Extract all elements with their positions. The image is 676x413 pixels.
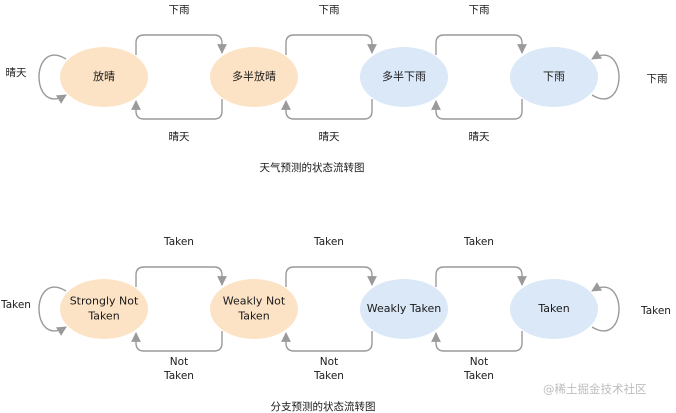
self-loop-edge-left bbox=[38, 286, 67, 336]
forward-transition-edge bbox=[135, 266, 227, 287]
forward-transition-edge bbox=[285, 266, 377, 287]
forward-transition-label: Taken bbox=[163, 236, 194, 248]
self-loop-label-left: 晴天 bbox=[6, 66, 27, 79]
backward-transition-label: 晴天 bbox=[169, 130, 190, 143]
state-node bbox=[510, 279, 598, 339]
diagram-caption: 分支预测的状态流转图 bbox=[271, 400, 376, 413]
state-label: 下雨 bbox=[543, 70, 565, 83]
backward-transition-edge bbox=[431, 331, 523, 352]
backward-transition-edge bbox=[281, 99, 373, 120]
backward-transition-label: 晴天 bbox=[319, 130, 340, 143]
forward-transition-label: 下雨 bbox=[319, 4, 340, 16]
state-label: 放晴 bbox=[93, 69, 115, 83]
backward-transition-edge bbox=[431, 99, 523, 120]
state-node bbox=[210, 279, 298, 339]
forward-transition-label: Taken bbox=[463, 236, 494, 248]
diagram-caption: 天气预测的状态流转图 bbox=[260, 161, 365, 174]
self-loop-label-left: Taken bbox=[0, 299, 31, 311]
forward-transition-edge bbox=[135, 34, 227, 55]
watermark: @稀土掘金技术社区 bbox=[543, 382, 647, 396]
forward-transition-edge bbox=[285, 34, 377, 55]
state-node bbox=[510, 47, 598, 107]
self-loop-edge-right bbox=[591, 50, 620, 100]
backward-transition-label: 晴天 bbox=[469, 130, 490, 143]
self-loop-label-right: 下雨 bbox=[647, 73, 668, 85]
backward-transition-edge bbox=[131, 99, 223, 120]
forward-transition-label: 下雨 bbox=[169, 4, 190, 16]
forward-transition-edge bbox=[435, 34, 527, 55]
state-label: Weakly Taken bbox=[367, 302, 442, 315]
forward-transition-label: 下雨 bbox=[469, 4, 490, 16]
backward-transition-edge bbox=[131, 331, 223, 352]
self-loop-label-right: Taken bbox=[640, 305, 671, 317]
state-node bbox=[210, 47, 298, 107]
state-label: Taken bbox=[537, 302, 569, 315]
self-loop-edge-left bbox=[38, 54, 67, 104]
backward-transition-edge bbox=[281, 331, 373, 352]
state-node bbox=[360, 279, 448, 339]
state-node bbox=[60, 279, 148, 339]
state-label: 多半放晴 bbox=[232, 69, 276, 83]
state-label: 多半下雨 bbox=[382, 69, 426, 83]
forward-transition-edge bbox=[435, 266, 527, 287]
state-node bbox=[60, 47, 148, 107]
weather-state-diagram: 下雨晴天下雨晴天下雨晴天晴天下雨放晴多半放晴多半下雨下雨天气预测的状态流转图 bbox=[6, 4, 668, 174]
self-loop-edge-right bbox=[591, 282, 620, 332]
forward-transition-label: Taken bbox=[313, 236, 344, 248]
state-node bbox=[360, 47, 448, 107]
